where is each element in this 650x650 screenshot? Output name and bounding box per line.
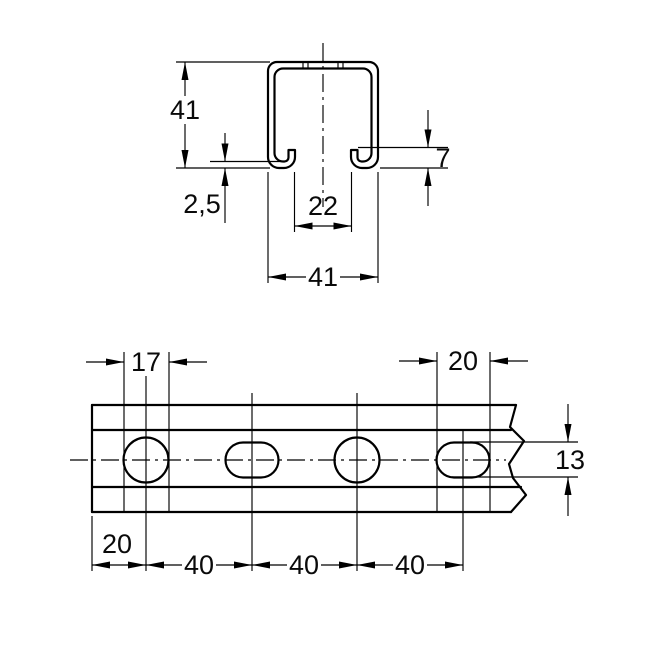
dimension-round-hole: 17: [86, 347, 207, 512]
dim-pitch-b-label: 40: [289, 550, 319, 580]
arrow-right: [445, 561, 463, 569]
dim-end-distance-label: 20: [102, 529, 132, 559]
dim-round-hole-label: 17: [131, 347, 161, 377]
arrow-up: [564, 477, 572, 495]
dimension-width: 41: [267, 172, 379, 292]
arrow-left: [146, 561, 164, 569]
dimension-height: 41: [170, 61, 270, 169]
dim-pitch-c-label: 40: [395, 550, 425, 580]
dimension-hole-pitch-chain: 20 40 40 40: [91, 516, 463, 580]
arrow-down: [221, 143, 229, 162]
channel-strip-outline: [90, 403, 528, 514]
dimension-slot-length: 20: [399, 346, 528, 512]
channel-profile-outline: [266, 60, 380, 170]
dim-pitch-a-label: 40: [184, 550, 214, 580]
arrow-up: [424, 168, 432, 186]
arrow-down: [564, 424, 572, 442]
dim-slot-length-label: 20: [448, 346, 478, 376]
side-view: 17 20 13: [70, 346, 585, 580]
dimension-wall-thickness: 2,5: [183, 133, 284, 223]
cross-section-view: 41 2,5 22 41: [170, 43, 451, 292]
arrow-right: [339, 561, 357, 569]
arrow-left: [490, 357, 508, 365]
arrow-left: [92, 561, 110, 569]
dimension-slot-height: 13: [452, 404, 585, 516]
arrow-down: [424, 129, 432, 148]
arrow-right: [360, 273, 378, 281]
arrow-up: [221, 168, 229, 186]
dimension-lip-height: 7: [358, 110, 451, 206]
dim-slot-opening-label: 22: [308, 191, 338, 221]
break-line: [507, 403, 528, 514]
arrow-left: [252, 561, 270, 569]
arrow-up: [181, 62, 189, 80]
arrow-down: [181, 150, 189, 168]
dim-lip-height-label: 7: [435, 143, 450, 173]
top-face-tick-marks: [302, 62, 344, 68]
hole-centerlines: [145, 376, 464, 571]
arrow-right: [106, 358, 124, 366]
dim-slot-height-label: 13: [555, 445, 585, 475]
dim-thickness-label: 2,5: [183, 189, 221, 219]
dimension-slot-opening: 22: [293, 172, 353, 232]
arrow-left: [268, 273, 286, 281]
dim-height-label: 41: [170, 95, 200, 125]
arrow-left: [357, 561, 375, 569]
arrow-left: [294, 222, 313, 230]
arrow-right: [419, 357, 437, 365]
arrow-left: [169, 358, 187, 366]
dim-width-label: 41: [308, 262, 338, 292]
arrow-right: [333, 222, 352, 230]
arrow-right: [128, 561, 146, 569]
arrow-right: [234, 561, 252, 569]
